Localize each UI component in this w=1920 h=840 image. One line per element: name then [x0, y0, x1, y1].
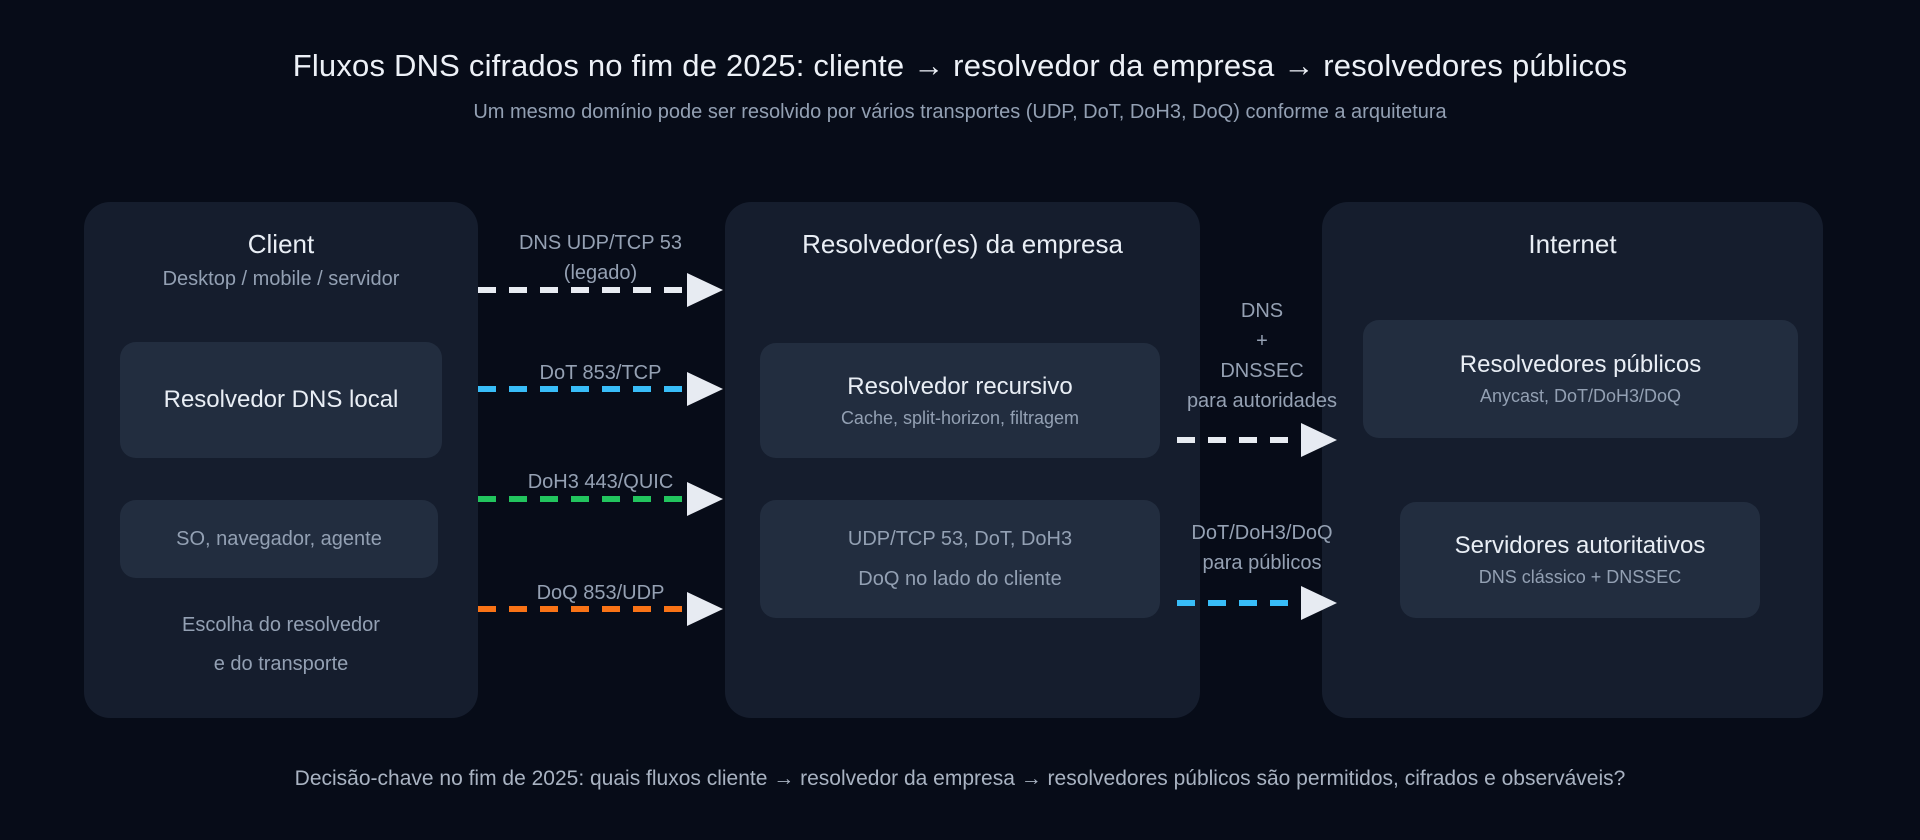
flow-udp53-dash-line: [478, 287, 685, 293]
client-panel-subtitle: Desktop / mobile / servidor: [162, 268, 400, 290]
authoritative-servers-title: Servidores autoritativos: [1454, 532, 1706, 559]
flow-dnssec-authorities-label-line2: +: [1256, 330, 1268, 352]
flow-doq-dash-line: [478, 606, 685, 612]
flow-doh3-dash-line: [478, 496, 685, 502]
flow-doh3-arrow: [478, 482, 723, 516]
flow-doq-arrowhead-icon: [687, 592, 723, 626]
public-resolvers-subtitle: Anycast, DoT/DoH3/DoQ: [1479, 386, 1682, 406]
page-subtitle: Um mesmo domínio pode ser resolvido por …: [473, 101, 1447, 123]
public-resolvers-box: Resolvedores públicos Anycast, DoT/DoH3/…: [1363, 320, 1798, 438]
flow-dot-dash-line: [478, 386, 685, 392]
flow-dot-label: DoT 853/TCP: [478, 358, 723, 388]
flow-dnssec-authorities-dash-line: [1177, 437, 1299, 443]
public-resolvers-title: Resolvedores públicos: [1459, 351, 1702, 378]
page-title: Fluxos DNS cifrados no fim de 2025: clie…: [292, 48, 1628, 83]
flow-encrypted-public-label: DoT/DoH3/DoQ para públicos: [1157, 518, 1367, 578]
flow-dnssec-authorities-label-line1: DNS: [1240, 300, 1284, 322]
client-panel: Client Desktop / mobile / servidor Resol…: [84, 202, 478, 718]
footer-caption: Decisão-chave no fim de 2025: quais flux…: [294, 767, 1626, 790]
flow-dnssec-authorities-arrowhead-icon: [1301, 423, 1337, 457]
enterprise-panel-title: Resolvedor(es) da empresa: [802, 229, 1123, 259]
enterprise-transports-line2: DoQ no lado do cliente: [858, 568, 1062, 590]
authoritative-servers-subtitle: DNS clássico + DNSSEC: [1478, 567, 1682, 587]
flow-dnssec-authorities-label-line3: DNSSEC: [1220, 360, 1304, 382]
flow-doq-arrow: [478, 592, 723, 626]
flow-doh3-label: DoH3 443/QUIC: [478, 467, 723, 497]
flow-doh3-arrowhead-icon: [687, 482, 723, 516]
flow-dnssec-authorities-arrow: [1177, 423, 1337, 457]
flow-encrypted-public-label-line2: para públicos: [1202, 552, 1322, 574]
flow-doq-label: DoQ 853/UDP: [478, 578, 723, 608]
internet-panel: Internet Resolvedores públicos Anycast, …: [1322, 202, 1823, 718]
local-dns-resolver-box: Resolvedor DNS local: [120, 342, 442, 458]
flow-doh3-label-line1: DoH3 443/QUIC: [527, 471, 674, 493]
authoritative-servers-box: Servidores autoritativos DNS clássico + …: [1400, 502, 1760, 618]
flow-udp53-label-line2: (legado): [563, 262, 638, 284]
flow-udp53-arrow: [478, 273, 723, 307]
flow-dot-arrow: [478, 372, 723, 406]
flow-encrypted-public-label-line1: DoT/DoH3/DoQ: [1191, 522, 1333, 544]
client-panel-title: Client: [247, 229, 315, 259]
flow-encrypted-public-arrowhead-icon: [1301, 586, 1337, 620]
client-note-line2: e do transporte: [213, 653, 349, 675]
client-stack-box: SO, navegador, agente: [120, 500, 438, 578]
flow-dot-arrowhead-icon: [687, 372, 723, 406]
recursive-resolver-subtitle: Cache, split-horizon, filtragem: [840, 407, 1080, 428]
client-note: Escolha do resolvedor e do transporte: [84, 606, 478, 684]
recursive-resolver-box: Resolvedor recursivo Cache, split-horizo…: [760, 343, 1160, 458]
local-dns-resolver-label: Resolvedor DNS local: [163, 386, 399, 413]
enterprise-transports-box: UDP/TCP 53, DoT, DoH3 DoQ no lado do cli…: [760, 500, 1160, 618]
enterprise-transports-line1: UDP/TCP 53, DoT, DoH3: [847, 528, 1073, 550]
client-note-line1: Escolha do resolvedor: [182, 614, 380, 636]
flow-udp53-arrowhead-icon: [687, 273, 723, 307]
recursive-resolver-title: Resolvedor recursivo: [847, 372, 1073, 400]
flow-dnssec-authorities-label: DNS + DNSSEC para autoridades: [1157, 296, 1367, 416]
flow-dot-label-line1: DoT 853/TCP: [539, 362, 662, 384]
enterprise-resolver-panel: Resolvedor(es) da empresa Resolvedor rec…: [725, 202, 1200, 718]
flow-doq-label-line1: DoQ 853/UDP: [536, 582, 665, 604]
flow-udp53-label: DNS UDP/TCP 53 (legado): [478, 228, 723, 288]
client-stack-label: SO, navegador, agente: [176, 528, 382, 550]
flow-encrypted-public-arrow: [1177, 586, 1337, 620]
flow-encrypted-public-dash-line: [1177, 600, 1299, 606]
flow-udp53-label-line1: DNS UDP/TCP 53: [518, 232, 682, 254]
internet-panel-title: Internet: [1528, 229, 1617, 259]
flow-dnssec-authorities-label-line4: para autoridades: [1186, 390, 1338, 412]
